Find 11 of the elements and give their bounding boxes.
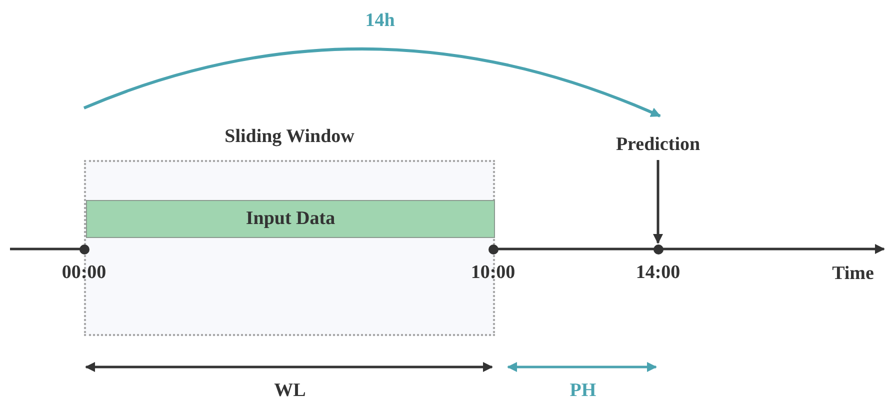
input-data-bar: Input Data xyxy=(86,200,495,238)
arrow xyxy=(653,160,663,244)
prediction-label: Prediction xyxy=(598,132,718,158)
time-label: 10:00 xyxy=(470,262,516,284)
span-label: 14h xyxy=(365,10,395,32)
dimension-label: PH xyxy=(570,380,596,402)
time-label: 00:00 xyxy=(60,262,108,284)
window-title: Sliding Window xyxy=(224,126,356,148)
axis-label: Time xyxy=(832,263,874,285)
time-label: 14:00 xyxy=(634,262,682,284)
dimension-label: WL xyxy=(274,380,306,402)
